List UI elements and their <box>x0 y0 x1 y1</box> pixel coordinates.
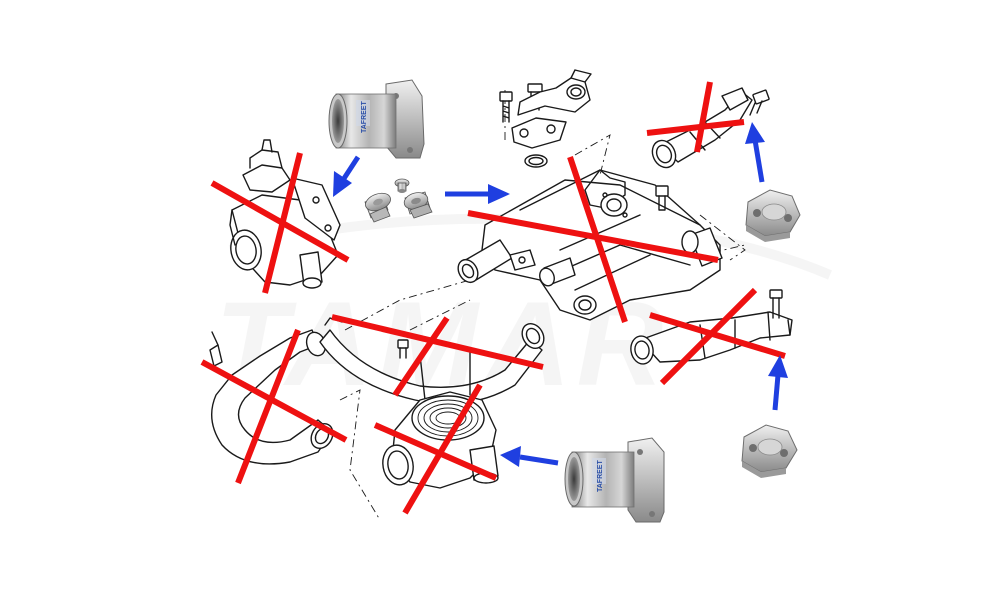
bolt-right-icon <box>769 289 783 319</box>
blue-arrow-icon <box>333 155 361 197</box>
blue-arrow-icon <box>500 446 559 467</box>
threaded-plugs <box>364 178 433 223</box>
egr-pipe-bottom-left <box>209 329 334 465</box>
blue-arrow-icon <box>768 355 788 411</box>
plug-right-icon <box>403 191 433 219</box>
red-x-mark-icon <box>210 152 350 294</box>
blue-arrow-icon <box>445 184 510 204</box>
bolt-left-icon <box>499 91 513 123</box>
plug-left-icon <box>364 192 391 223</box>
replacement-arrows <box>333 122 788 467</box>
red-x-mark-icon <box>200 328 348 485</box>
red-x-mark-icon <box>467 156 719 323</box>
egr-valve-left <box>229 139 341 289</box>
thermostat-housing <box>499 69 592 168</box>
red-x-mark-icon <box>649 287 786 386</box>
bolt-top-right-icon <box>749 89 770 116</box>
plug-small-icon <box>394 178 410 193</box>
bolt-bottom-middle-icon <box>397 339 409 359</box>
replacement-pipe-bottom: TAFREET <box>564 437 665 523</box>
red-x-mark-icon <box>646 81 745 153</box>
red-x-mark-icon <box>331 314 544 397</box>
pipe-brand-label-top: TAFREET <box>361 101 368 133</box>
replacement-pipe-top: TAFREET <box>328 79 425 159</box>
blanking-plate-upper <box>745 189 801 242</box>
crossed-out-marks <box>200 81 786 515</box>
pipe-brand-label-bottom: TAFREET <box>597 460 604 492</box>
red-x-mark-icon <box>373 383 498 515</box>
blanking-plate-lower <box>741 424 798 478</box>
blue-arrow-icon <box>745 122 765 183</box>
